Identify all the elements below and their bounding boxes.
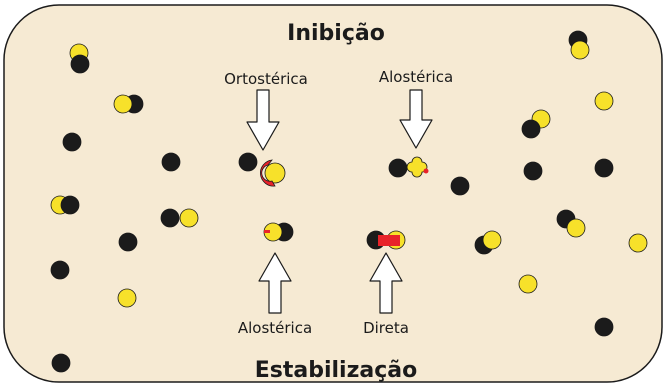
yellow-particle [179, 208, 199, 228]
black-particle [160, 208, 180, 228]
black-particle [60, 195, 80, 215]
red-modulator [264, 230, 270, 233]
allosteric-stabilization-complex [263, 222, 294, 242]
yellow-particle [594, 91, 614, 111]
red-modulator [423, 168, 429, 174]
black-particle [521, 119, 541, 139]
yellow-particle [117, 288, 137, 308]
black-particle [161, 152, 181, 172]
yellow-particle [566, 218, 586, 238]
yellow-particle [113, 94, 133, 114]
black-particle [594, 158, 614, 178]
black-particle [50, 260, 70, 280]
label-alosterica-top: Alostérica [379, 68, 453, 86]
red-stabilizer [378, 235, 400, 246]
container-box [3, 4, 663, 383]
black-particle [594, 317, 614, 337]
black-particle [523, 161, 543, 181]
arrow-up-alosterica [258, 252, 292, 314]
title-top: Inibição [287, 21, 385, 46]
black-particle [450, 176, 470, 196]
arrow-down-alosterica [399, 89, 433, 149]
black-particle [51, 353, 71, 373]
black-particle [62, 132, 82, 152]
arrow-down-ortosterica [246, 89, 280, 151]
yellow-particle [570, 40, 590, 60]
allosteric-inhibition-complex [388, 156, 429, 178]
title-bottom: Estabilização [255, 358, 418, 383]
yellow-particle [628, 233, 648, 253]
label-ortosterica: Ortostérica [224, 70, 308, 88]
label-direta: Direta [363, 319, 409, 337]
yellow-particle [518, 274, 538, 294]
label-alosterica-bottom: Alostérica [238, 319, 312, 337]
black-particle [118, 232, 138, 252]
direct-stabilization-complex [366, 230, 406, 250]
yellow-particle [482, 230, 502, 250]
arrow-up-direta [369, 252, 403, 314]
black-particle [70, 54, 90, 74]
ortosteric-complex [238, 152, 286, 187]
red-inhibitor [260, 159, 276, 187]
